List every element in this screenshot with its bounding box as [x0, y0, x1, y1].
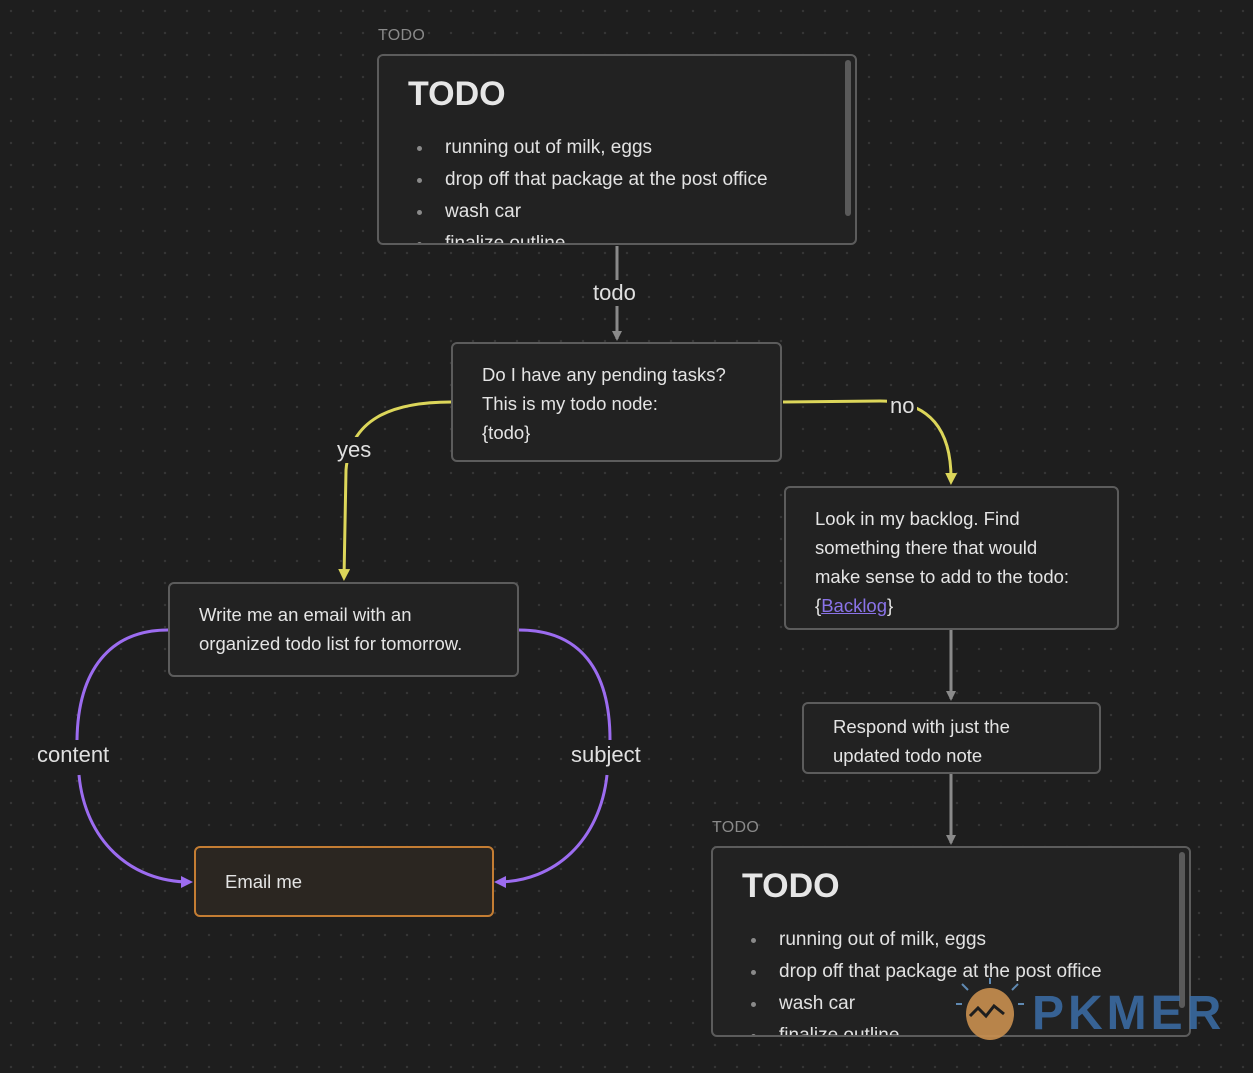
top-todo-note-node[interactable]: TODO running out of milk, eggs drop off …	[377, 54, 857, 245]
bullet-icon	[417, 178, 422, 183]
email-me-node[interactable]: Email me	[194, 846, 494, 917]
top-note-list: running out of milk, eggs drop off that …	[408, 132, 826, 243]
list-item: running out of milk, eggs	[751, 924, 1160, 956]
node-line: organized todo list for tomorrow.	[199, 633, 463, 654]
list-item: drop off that package at the post office	[417, 164, 826, 196]
respond-node[interactable]: Respond with just the updated todo note	[802, 702, 1101, 774]
edge-no[interactable]	[782, 399, 958, 485]
bottom-note-list: running out of milk, eggs drop off that …	[742, 924, 1160, 1035]
node-line: make sense to add to the todo:	[815, 566, 1070, 587]
top-note-title: TODO	[378, 27, 426, 44]
scrollbar[interactable]	[1179, 852, 1185, 1008]
node-line: This is my todo node:	[482, 393, 658, 414]
backlog-node[interactable]: Look in my backlog. Find something there…	[784, 486, 1119, 630]
question-node[interactable]: Do I have any pending tasks? This is my …	[451, 342, 782, 462]
edge-label-yes: yes	[334, 437, 375, 463]
node-line: Look in my backlog. Find	[815, 508, 1020, 529]
list-item: wash car	[751, 988, 1160, 1020]
bottom-note-heading: TODO	[742, 867, 840, 905]
node-label: Email me	[225, 871, 303, 892]
node-line: {todo}	[482, 422, 531, 443]
edge-yes[interactable]	[338, 400, 452, 581]
bullet-icon	[417, 210, 422, 215]
node-line: something there that would	[815, 537, 1038, 558]
node-line: {Backlog}	[815, 595, 894, 616]
list-item: finalize outline	[751, 1020, 1160, 1035]
bullet-icon	[751, 970, 756, 975]
node-line: Respond with just the	[833, 716, 1010, 737]
node-line: Do I have any pending tasks?	[482, 364, 726, 385]
node-line: Write me an email with an	[199, 604, 412, 625]
brand-text: PKMER	[1032, 987, 1226, 1040]
bottom-todo-note-node[interactable]: TODO running out of milk, eggs drop off …	[711, 846, 1191, 1037]
edge-label-todo: todo	[590, 280, 639, 306]
edge-label-content: content	[34, 742, 113, 768]
pkmer-watermark: PKMER	[956, 978, 1221, 1042]
edge-label-subject: subject	[568, 742, 644, 768]
top-note-heading: TODO	[408, 75, 506, 113]
bullet-icon	[417, 242, 422, 243]
bullet-icon	[751, 1002, 756, 1007]
list-item: drop off that package at the post office	[751, 956, 1160, 988]
edge-label-no: no	[887, 393, 918, 419]
pkmer-logo-icon	[956, 978, 1024, 1040]
node-line: updated todo note	[833, 745, 983, 766]
list-item: finalize outline	[417, 228, 826, 243]
list-item: wash car	[417, 196, 826, 228]
bullet-icon	[751, 1034, 756, 1035]
bullet-icon	[417, 146, 422, 151]
list-item: running out of milk, eggs	[417, 132, 826, 164]
scrollbar[interactable]	[845, 60, 851, 216]
write-email-node[interactable]: Write me an email with an organized todo…	[168, 582, 519, 677]
bottom-note-title: TODO	[712, 819, 760, 836]
backlog-link[interactable]: Backlog	[821, 595, 888, 616]
bullet-icon	[751, 938, 756, 943]
